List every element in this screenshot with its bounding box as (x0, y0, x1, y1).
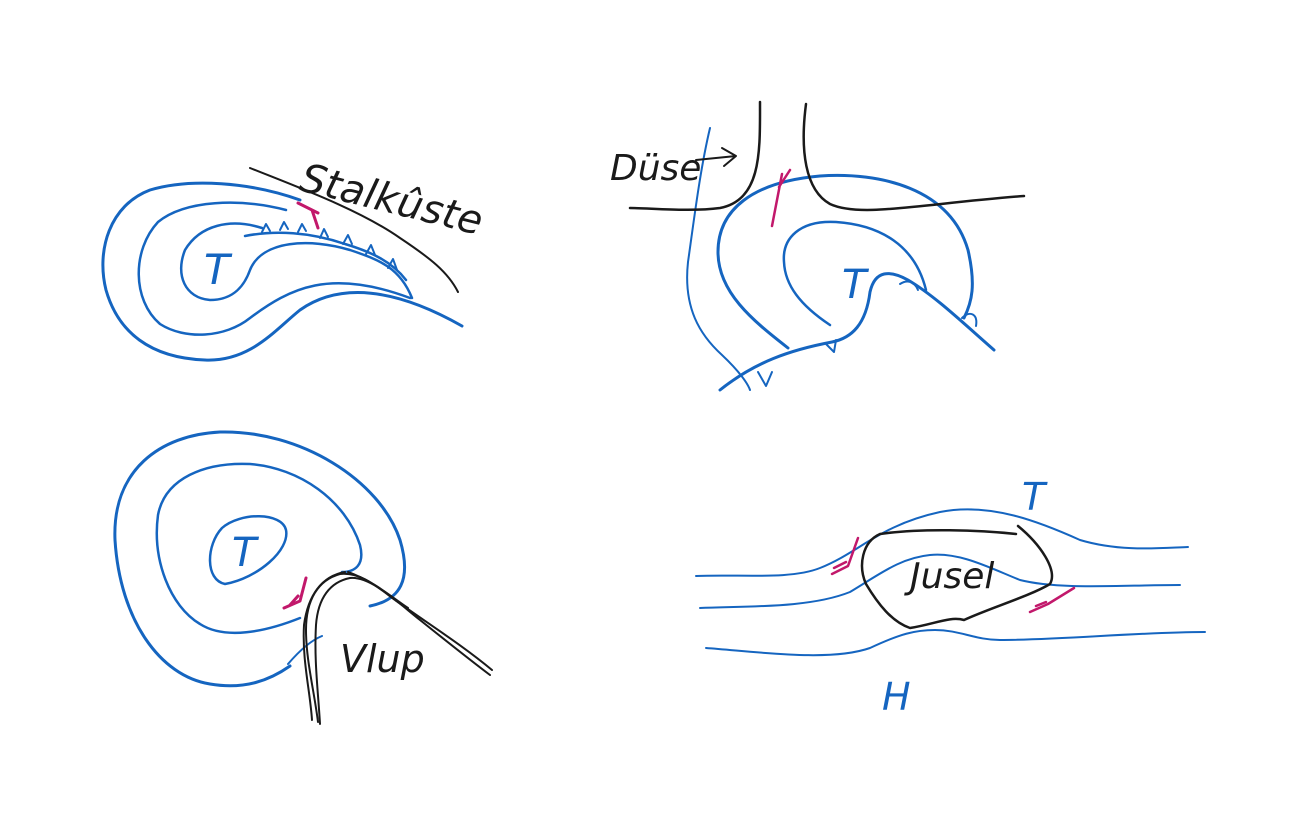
panel-coastal-front: T Stalkûste (101, 155, 488, 362)
wind-barb (830, 536, 860, 576)
wind-barb (296, 201, 320, 230)
low-label: T (232, 530, 260, 576)
front-triangle (279, 221, 289, 231)
front-triangle (342, 234, 353, 245)
front-triangle (297, 223, 307, 233)
front-triangle (261, 223, 271, 233)
front-bump (961, 312, 978, 327)
cape-outline (347, 571, 409, 609)
front-bump (899, 280, 919, 291)
coastline-right (802, 102, 1026, 212)
arrow-icon (695, 147, 737, 167)
isobar (686, 127, 751, 391)
wind-barb (1028, 586, 1076, 614)
isobar (718, 272, 996, 392)
low-label: T (842, 262, 870, 308)
front-triangle (825, 339, 837, 353)
wind-barb (282, 576, 308, 610)
isobar (113, 430, 406, 688)
isobar (101, 181, 464, 362)
low-label: T (1022, 475, 1048, 519)
cape-outline (302, 571, 346, 721)
nozzle-label: Düse (610, 148, 701, 189)
island-label: Jusel (904, 556, 994, 597)
cape-outline (314, 576, 491, 725)
isobar (137, 201, 412, 336)
high-label: H (882, 675, 911, 719)
isobar (716, 173, 974, 350)
wind-barb (770, 168, 792, 228)
coastline (249, 167, 459, 293)
island-outline (860, 524, 1053, 630)
front-triangle (757, 371, 773, 387)
panel-island: T Jusel H (695, 475, 1206, 719)
isobar (705, 629, 1206, 657)
panel-cape: T Vlup (113, 430, 493, 725)
isobar (179, 222, 414, 302)
isobar (287, 635, 323, 665)
isobar (695, 508, 1189, 577)
cold-front (243, 231, 408, 282)
isobar (208, 515, 288, 586)
isobar (699, 553, 1181, 609)
coastline-left (628, 100, 762, 212)
front-triangle (365, 244, 376, 256)
isobar (155, 462, 363, 635)
front-triangle (319, 228, 329, 239)
panel-nozzle: T Düse (610, 100, 1026, 392)
front-triangle (387, 258, 398, 271)
isobar (782, 220, 928, 327)
cape-label: Vlup (340, 637, 425, 681)
low-label: T (204, 245, 233, 294)
